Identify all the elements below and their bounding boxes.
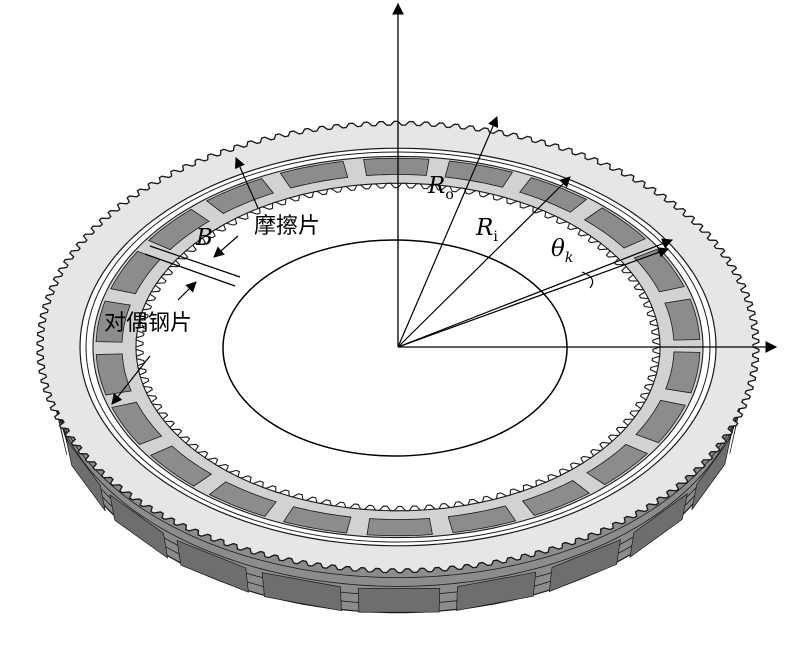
friction-segment — [586, 443, 649, 486]
friction-segment — [665, 351, 701, 394]
stack-segment — [691, 437, 731, 511]
friction-segment — [444, 160, 514, 188]
outer-radius-subscript: o — [445, 187, 453, 203]
stack-segment — [109, 494, 169, 559]
steel-plate-leader — [111, 355, 151, 405]
friction-segment — [147, 208, 210, 251]
stack-segment — [261, 572, 342, 612]
thickness-arrow-top — [213, 235, 239, 258]
friction-segment — [664, 298, 701, 341]
thickness-line-top — [149, 245, 241, 278]
radius-lines — [397, 116, 674, 348]
friction-segment — [149, 445, 213, 487]
stack-segment — [65, 438, 106, 512]
inner-radius-label: Ri — [475, 215, 498, 245]
plate-stack-side — [42, 346, 754, 614]
angle-label: θk — [551, 236, 573, 266]
friction-segment — [206, 178, 275, 214]
thickness-line-bottom — [144, 253, 236, 287]
outer-radius-symbol: R — [427, 173, 445, 199]
friction-segment — [208, 481, 277, 517]
inner-radius-subscript: i — [493, 229, 498, 245]
friction-segment — [633, 249, 685, 293]
friction-segment — [521, 480, 590, 516]
steel-plate-outer-teeth — [36, 120, 760, 574]
central-bore-ellipse — [222, 239, 568, 457]
axes — [392, 2, 778, 353]
angle-ray-2 — [397, 247, 670, 348]
inner-radius-symbol: R — [475, 215, 493, 241]
stack-edge-line — [49, 368, 747, 587]
thickness-arrow-bottom — [177, 281, 197, 301]
stack-segment — [629, 493, 688, 558]
friction-segment — [95, 353, 132, 396]
friction-segment — [363, 157, 430, 177]
angle-symbol: θ — [551, 236, 565, 262]
friction-segment — [111, 401, 163, 445]
outer-radius-line — [397, 116, 499, 348]
friction-segment — [282, 506, 352, 534]
stack-friction-segments — [48, 376, 748, 613]
friction-segment — [279, 160, 349, 189]
outer-radius-label: Ro — [427, 173, 454, 203]
friction-segment — [95, 300, 131, 343]
friction-plate-leader — [234, 157, 259, 209]
stack-segment — [176, 540, 249, 593]
leader-lines — [111, 157, 259, 405]
stack-segment — [357, 587, 441, 613]
friction-segment — [519, 177, 588, 213]
friction-segment — [583, 207, 647, 249]
stack-segment — [548, 539, 621, 593]
angle-subscript: k — [565, 250, 573, 266]
angle-arc — [581, 271, 594, 289]
stack-segment — [456, 571, 537, 611]
friction-segment — [635, 399, 686, 444]
friction-segment — [447, 505, 517, 534]
thickness-label: B — [195, 225, 213, 251]
angle-ray-1 — [397, 238, 674, 348]
friction-segment — [366, 517, 433, 537]
friction-plate-label: 摩擦片 — [254, 214, 320, 239]
thickness-indicator — [144, 235, 241, 301]
inner-radius-line — [397, 176, 571, 348]
mating-steel-plate-label: 对偶钢片 — [104, 311, 192, 336]
friction-plate-segments — [95, 157, 701, 537]
